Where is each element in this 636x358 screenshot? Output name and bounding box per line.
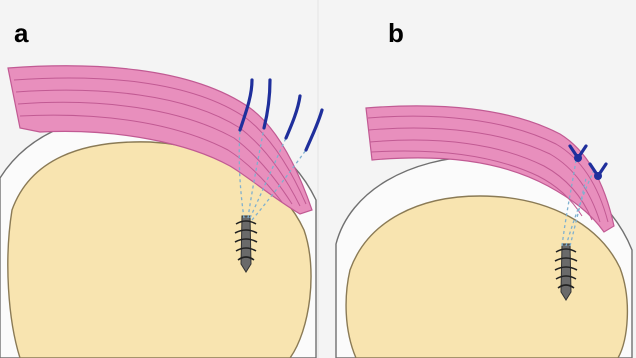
panel-label-b: b [388, 20, 404, 46]
panel-label-a: a [14, 20, 28, 46]
